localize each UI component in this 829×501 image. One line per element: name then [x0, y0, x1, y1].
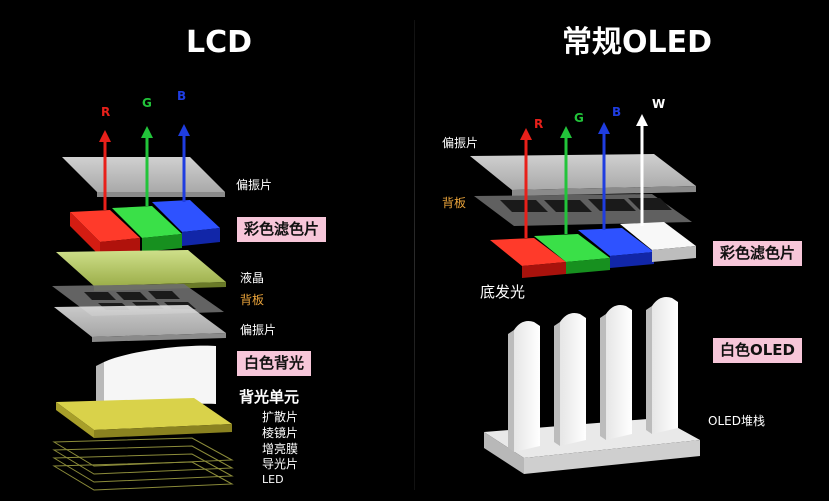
lcd-liquid-crystal-label: 液晶	[240, 271, 265, 285]
lcd-polarizer-bottom	[54, 305, 226, 342]
lcd-light-guide-label: 导光片	[262, 457, 299, 471]
lcd-backlight-unit-label: 背光单元	[239, 388, 300, 406]
oled-title: 常规OLED	[562, 25, 713, 60]
lcd-color-filter	[70, 200, 220, 256]
oled-blue-arrow	[598, 122, 610, 230]
lcd-title: LCD	[186, 25, 253, 60]
lcd-green-arrow	[141, 126, 153, 206]
oled-white-oled-tag: 白色OLED	[713, 338, 803, 363]
oled-color-filter	[490, 222, 696, 278]
lcd-red-arrow	[99, 130, 111, 210]
oled-stack-label: OLED堆栈	[708, 414, 765, 428]
lcd-color-filter-tag: 彩色滤色片	[237, 217, 327, 242]
oled-white-arrow	[636, 114, 648, 226]
lcd-prism-label: 棱镜片	[262, 426, 299, 440]
oled-white-pillars	[508, 297, 678, 452]
oled-arrow-r-label: R	[534, 117, 544, 131]
lcd-polarizer-top-label: 偏振片	[236, 178, 273, 192]
oled-arrow-w-label: W	[652, 97, 666, 111]
oled-bottom-emission-label: 底发光	[480, 283, 526, 301]
lcd-brightness-label: 增亮膜	[262, 442, 299, 456]
lcd-backlight-unit	[52, 398, 234, 491]
lcd-white-backlight-tag: 白色背光	[237, 351, 312, 376]
oled-backplane	[474, 194, 692, 226]
oled-polarizer-label: 偏振片	[442, 136, 479, 150]
lcd-backplane-label: 背板	[240, 293, 265, 307]
lcd-blue-arrow	[178, 124, 190, 202]
panel-divider	[414, 20, 415, 490]
oled-arrow-b-label: B	[612, 105, 622, 119]
lcd-arrow-b-label: B	[177, 89, 187, 103]
oled-arrow-g-label: G	[574, 111, 584, 125]
lcd-arrow-r-label: R	[101, 105, 111, 119]
lcd-polarizer-bottom-label: 偏振片	[240, 323, 277, 337]
lcd-arrow-g-label: G	[142, 96, 152, 110]
lcd-polarizer-top	[62, 157, 225, 197]
oled-backplane-label: 背板	[442, 196, 467, 210]
lcd-diffuser-label: 扩散片	[262, 410, 299, 424]
oled-red-arrow	[520, 128, 532, 238]
oled-polarizer	[470, 154, 696, 196]
oled-green-arrow	[560, 126, 572, 234]
lcd-led-label: LED	[262, 473, 284, 486]
oled-color-filter-tag: 彩色滤色片	[713, 241, 803, 266]
